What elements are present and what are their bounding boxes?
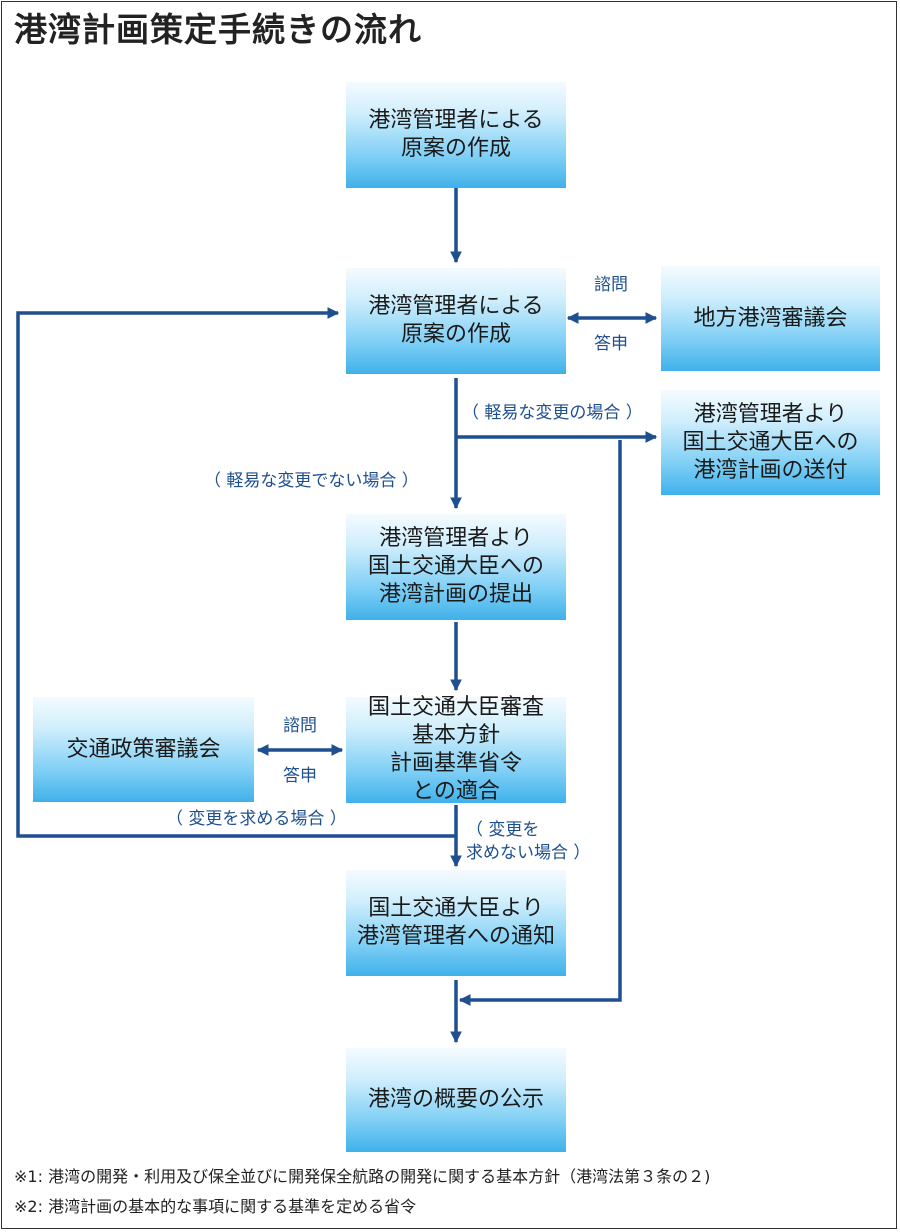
draft-box-2: 港湾管理者による 原案の作成: [346, 268, 566, 374]
arrow-send-to-publish-path: [458, 440, 622, 1006]
minor-change-label: （ 軽易な変更の場合 ）: [462, 403, 643, 423]
plan-send-line-2: 国土交通大臣への: [682, 429, 859, 455]
plan-submit-line-1: 港湾管理者より: [379, 526, 533, 551]
answer-label-1: 答申: [594, 334, 628, 354]
minister-notice-line-1: 国土交通大臣より: [368, 896, 544, 921]
minister-notice-line-2: 港湾管理者への通知: [356, 924, 555, 949]
plan-send-box: 港湾管理者より 国土交通大臣への 港湾計画の送付: [661, 390, 880, 495]
footnote-1: ※1: 港湾の開発・利用及び保全並びに開発保全航路の開発に関する基本方針（港湾法…: [14, 1167, 711, 1186]
plan-submit-line-2: 国土交通大臣への: [367, 554, 544, 579]
plan-submit-box: 港湾管理者より 国土交通大臣への 港湾計画の提出: [346, 514, 566, 620]
answer-label-2: 答申: [283, 766, 317, 786]
plan-send-line-3: 港湾計画の送付: [693, 457, 848, 483]
port-summary-publication-label: 港湾の概要の公示: [367, 1087, 544, 1112]
no-change-label-line-2: 求めない場合 ）: [466, 843, 591, 863]
inquiry-label-2: 諮問: [283, 716, 317, 736]
draft-box-1: 港湾管理者による 原案の作成: [346, 82, 566, 188]
draft-box-2-line-1: 港湾管理者による: [368, 294, 544, 319]
diagram-title: 港湾計画策定手続きの流れ: [14, 10, 422, 49]
change-required-label: （ 変更を求める場合 ）: [166, 809, 347, 829]
transport-policy-council-box: 交通政策審議会: [33, 697, 254, 802]
draft-box-1-line-2: 原案の作成: [400, 136, 511, 161]
not-minor-change-label: （ 軽易な変更でない場合 ）: [204, 471, 419, 491]
plan-submit-line-3: 港湾計画の提出: [378, 582, 533, 607]
minister-review-line-1: 国土交通大臣審査: [367, 695, 544, 720]
minister-review-box: 国土交通大臣審査 基本方針 計画基準省令 との適合: [346, 695, 566, 804]
inquiry-label-1: 諮問: [594, 275, 628, 295]
minister-review-line-2: 基本方針: [411, 723, 500, 748]
draft-box-2-line-2: 原案の作成: [400, 322, 511, 347]
minister-review-line-4: との適合: [412, 779, 500, 804]
minister-notice-box: 国土交通大臣より 港湾管理者への通知: [346, 870, 566, 976]
no-change-label-line-1: （ 変更を: [466, 820, 540, 840]
draft-box-1-line-1: 港湾管理者による: [368, 108, 544, 133]
local-port-council-label: 地方港湾審議会: [693, 305, 848, 331]
local-port-council-box: 地方港湾審議会: [661, 266, 880, 371]
transport-policy-council-label: 交通政策審議会: [66, 736, 221, 762]
minister-review-line-3: 計画基準省令: [389, 751, 522, 776]
port-summary-publication-box: 港湾の概要の公示: [346, 1048, 566, 1152]
arrow-change-required-loop: [16, 307, 456, 838]
plan-send-line-1: 港湾管理者より: [693, 401, 848, 427]
footnote-2: ※2: 港湾計画の基本的な事項に関する基準を定める省令: [14, 1197, 417, 1216]
